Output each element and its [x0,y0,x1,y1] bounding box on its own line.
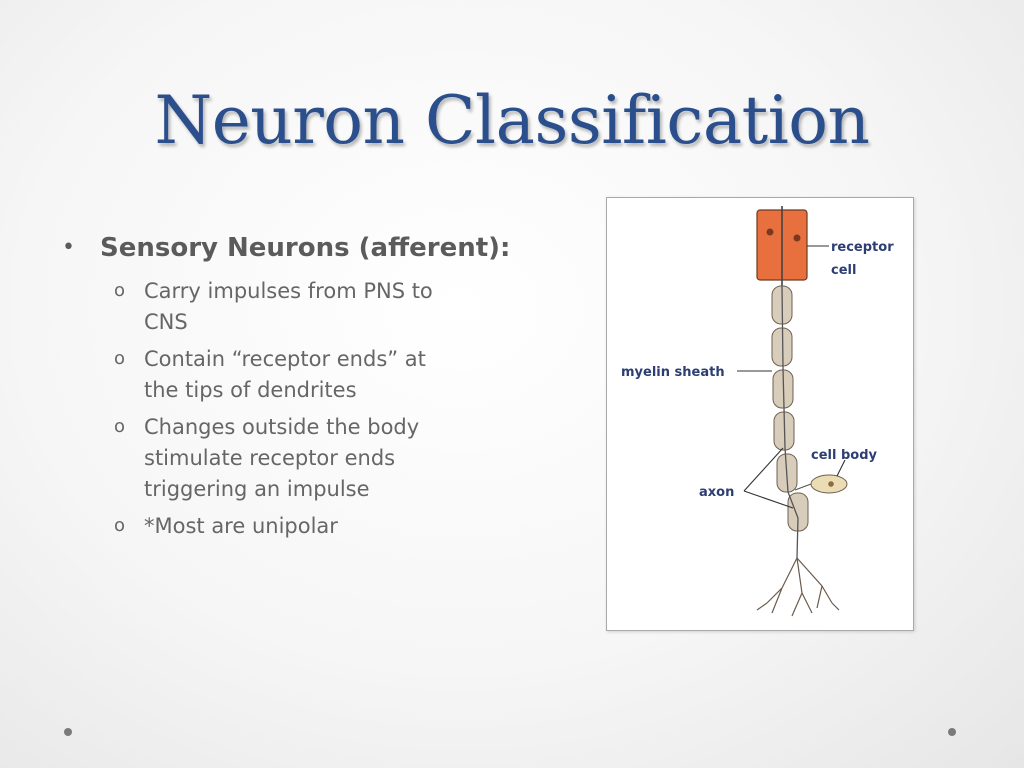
sub-bullet-list: o Carry impulses from PNS to CNS o Conta… [58,276,578,542]
list-item: o Changes outside the body stimulate rec… [58,412,464,505]
sensory-neuron-diagram: receptor cell myelin sheath cell body ax… [606,197,914,631]
slide-title: Neuron Classification [154,82,870,159]
sub-bullet-text: *Most are unipolar [144,514,338,538]
sub-bullet-marker: o [114,515,126,536]
sub-bullet-text: Carry impulses from PNS to CNS [144,279,433,334]
bullet-content: • Sensory Neurons (afferent): o Carry im… [58,228,578,548]
sub-bullet-marker: o [114,416,126,437]
axon-terminals [756,557,840,617]
label-axon: axon [699,485,734,500]
cell-body-process [794,483,812,491]
corner-dot-right [948,728,956,736]
neuron-illustration: receptor cell myelin sheath cell body ax… [621,206,894,617]
label-myelin-sheath: myelin sheath [621,365,725,380]
corner-dot-left [64,728,72,736]
sub-bullet-marker: o [114,280,126,301]
cell-body-nucleus [828,481,834,487]
bullet-heading-text: Sensory Neurons (afferent): [100,233,511,263]
sub-bullet-text: Contain “receptor ends” at the tips of d… [144,347,426,402]
label-cell: cell [831,263,856,278]
bullet-heading: • Sensory Neurons (afferent): [58,228,578,268]
label-cell-body: cell body [811,448,878,463]
receptor-nucleus [766,228,774,236]
receptor-nucleus [793,234,801,242]
label-receptor: receptor [831,240,894,255]
sub-bullet-marker: o [114,348,126,369]
label-leaders [737,245,846,509]
bullet-marker: • [62,235,75,260]
axon-line [781,285,799,559]
cell-body [794,474,848,494]
myelin-segments [771,285,809,532]
list-item: o *Most are unipolar [58,511,464,542]
list-item: o Contain “receptor ends” at the tips of… [58,344,464,406]
list-item: o Carry impulses from PNS to CNS [58,276,464,338]
sub-bullet-text: Changes outside the body stimulate recep… [144,415,420,501]
